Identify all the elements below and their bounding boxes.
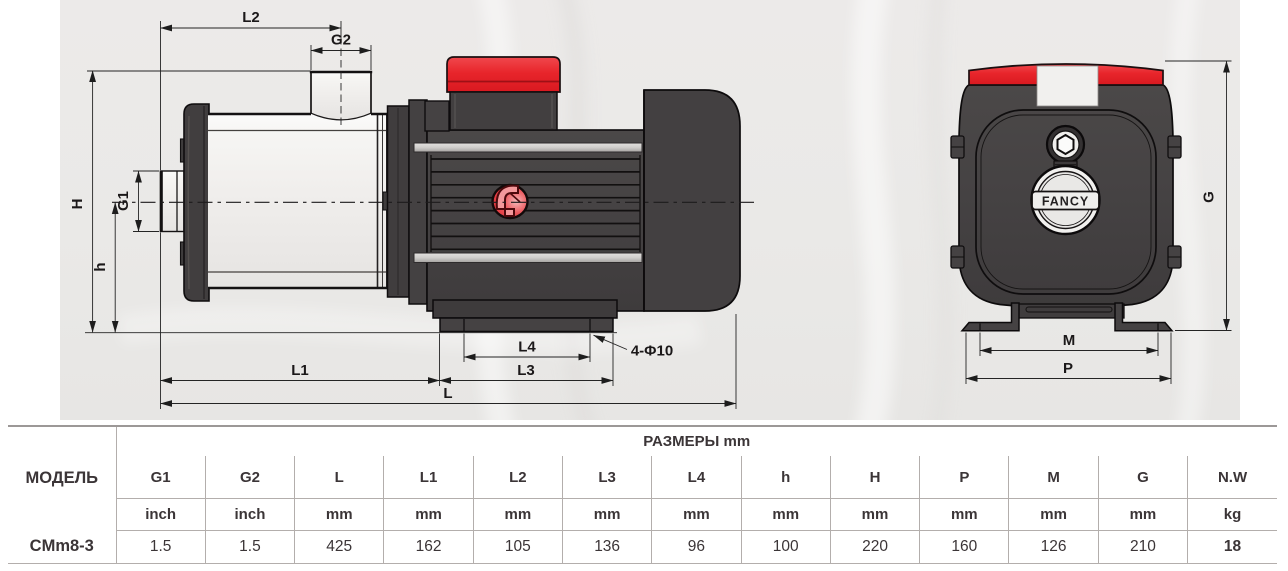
unit-cell: mm — [294, 498, 385, 531]
brand-badge-front: FANCY — [1030, 164, 1101, 236]
column-header-l1: L1 — [383, 456, 474, 499]
unit-cell: mm — [1008, 498, 1099, 531]
value-l1: 162 — [383, 530, 474, 564]
dim-label-H: H — [69, 199, 86, 210]
column-header-l2: L2 — [473, 456, 563, 499]
value-nw: 18 — [1187, 530, 1277, 564]
value-l: 425 — [294, 530, 385, 564]
value-l2: 105 — [473, 530, 563, 564]
suction-port — [159, 170, 185, 233]
column-header-nw: N.W — [1187, 456, 1277, 499]
front-top-notch — [1036, 65, 1099, 107]
unit-cell: mm — [830, 498, 921, 531]
side-clamps — [950, 135, 1182, 269]
mounting-foot-side — [432, 299, 618, 333]
front-view-dimensions — [965, 60, 1232, 384]
dim-label-G: G — [1201, 191, 1218, 203]
column-header-p: P — [919, 456, 1010, 499]
table-row: CMm8-3 1.5 1.5 425 162 105 136 96 100 22… — [8, 530, 1277, 564]
terminal-box — [446, 56, 561, 131]
front-feet — [960, 302, 1174, 332]
column-header-l4: L4 — [651, 456, 742, 499]
fan-cover — [643, 89, 741, 312]
column-header-l: L — [294, 456, 385, 499]
motor-body — [424, 100, 645, 312]
unit-cell: inch — [205, 498, 296, 531]
brand-logo-side — [491, 183, 529, 220]
value-l4: 96 — [651, 530, 742, 564]
tie-rod-bands — [413, 142, 643, 263]
dim-label-holes: 4-Φ10 — [631, 343, 673, 360]
pump-barrel — [208, 114, 388, 290]
column-header-g1: G1 — [116, 456, 206, 499]
unit-cell: mm — [562, 498, 653, 531]
value-l3: 136 — [562, 530, 653, 564]
unit-cell: mm — [1098, 498, 1189, 531]
model-value: CMm8-3 — [8, 530, 117, 564]
value-h-big: 220 — [830, 530, 921, 564]
pump-front-view: FANCY — [950, 63, 1182, 332]
brand-logo-text: FANCY — [1042, 195, 1089, 209]
value-p: 160 — [919, 530, 1010, 564]
value-g2: 1.5 — [205, 530, 296, 564]
unit-cell: inch — [116, 498, 206, 531]
unit-cell: mm — [651, 498, 742, 531]
unit-cell: kg — [1187, 498, 1277, 531]
unit-cell: mm — [919, 498, 1010, 531]
column-header-l3: L3 — [562, 456, 653, 499]
terminal-box-red-cover — [446, 56, 561, 93]
side-view-dimensions — [85, 21, 737, 409]
column-header-g: G — [1098, 456, 1189, 499]
dim-label-M: M — [1063, 332, 1076, 349]
dim-label-P: P — [1063, 360, 1073, 377]
dim-label-L1: L1 — [291, 362, 309, 379]
dim-label-L4: L4 — [518, 339, 536, 356]
column-header-model: МОДЕЛЬ — [8, 425, 117, 531]
pump-end-cap — [179, 103, 210, 302]
unit-cell: mm — [473, 498, 563, 531]
dim-label-G1: G1 — [115, 191, 132, 211]
value-g1: 1.5 — [116, 530, 206, 564]
motor-fins — [430, 155, 641, 252]
dim-label-h: h — [92, 262, 109, 271]
dim-label-L3: L3 — [517, 362, 535, 379]
dim-label-G2: G2 — [331, 32, 351, 49]
column-header-h-small: h — [741, 456, 831, 499]
table-group-header: РАЗМЕРЫ mm — [116, 425, 1277, 456]
spec-table: МОДЕЛЬ РАЗМЕРЫ mm G1 G2 L L1 L2 L3 L4 h … — [8, 425, 1277, 564]
pump-dimensional-drawing: L2 G2 G1 H h L4 L1 L3 L 4-Φ10 — [60, 0, 1240, 420]
column-header-m: M — [1008, 456, 1099, 499]
value-g: 210 — [1098, 530, 1189, 564]
value-h-small: 100 — [741, 530, 831, 564]
unit-cell: mm — [383, 498, 474, 531]
front-face-outline — [975, 109, 1157, 295]
value-m: 126 — [1008, 530, 1099, 564]
unit-cell: mm — [741, 498, 831, 531]
column-header-h-big: H — [830, 456, 921, 499]
dim-label-L: L — [443, 385, 452, 402]
dim-label-L2: L2 — [242, 9, 260, 26]
column-header-g2: G2 — [205, 456, 296, 499]
pump-side-view — [112, 56, 754, 333]
front-face-outline-inner — [980, 114, 1152, 290]
